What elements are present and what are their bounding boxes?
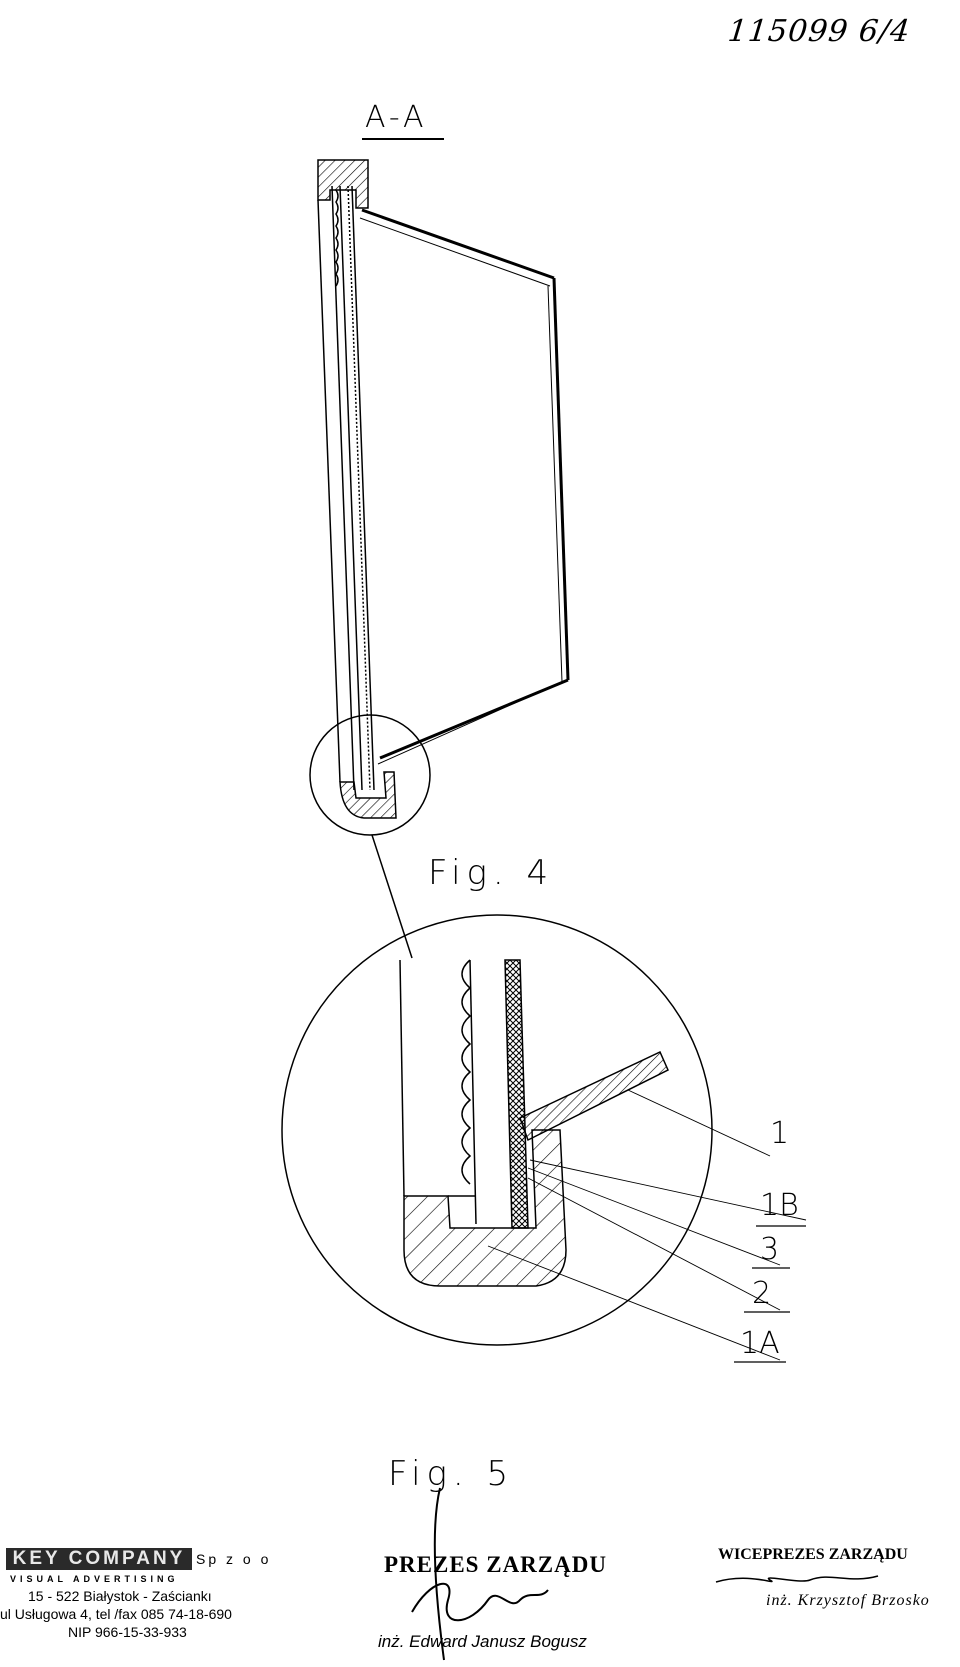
- section-underline: [362, 138, 444, 140]
- part-label-1b: 1B: [760, 1188, 799, 1223]
- vice-president-name: inż. Krzysztof Brzosko: [766, 1592, 930, 1609]
- section-label: A-A: [365, 100, 428, 135]
- company-address-1: 15 - 522 Białystok - Zaściankı: [28, 1588, 212, 1604]
- label-underlines: [734, 1225, 806, 1363]
- fig4-section-drawing: [309, 159, 570, 959]
- president-signature: [411, 1487, 549, 1661]
- sheet-number: 115099 6/4: [726, 14, 913, 49]
- company-nip: NIP 966-15-33-933: [68, 1624, 187, 1640]
- vice-president-title: WICEPREZES ZARZĄDU: [718, 1546, 908, 1563]
- part-label-3: 3: [760, 1232, 780, 1267]
- fig5-caption: Fig. 5: [388, 1454, 515, 1494]
- president-name: inż. Edward Janusz Bogusz: [378, 1632, 587, 1651]
- fig4-caption: Fig. 4: [428, 853, 555, 893]
- fig5-detail-drawing: [281, 914, 713, 1346]
- leader-lines: [487, 1089, 807, 1361]
- part-label-1a: 1A: [740, 1326, 780, 1361]
- president-title: PREZES ZARZĄDU: [384, 1552, 607, 1577]
- part-label-2: 2: [752, 1276, 772, 1311]
- company-address-2: ul Usługowa 4, tel /fax 085 74-18-690: [0, 1606, 232, 1622]
- company-suffix: Sp z o o: [196, 1551, 272, 1567]
- vice-president-signature: [715, 1575, 879, 1583]
- part-label-1: 1: [770, 1116, 790, 1151]
- company-logo: KEY COMPANY: [6, 1548, 192, 1570]
- company-tagline: VISUAL ADVERTISING: [10, 1574, 179, 1584]
